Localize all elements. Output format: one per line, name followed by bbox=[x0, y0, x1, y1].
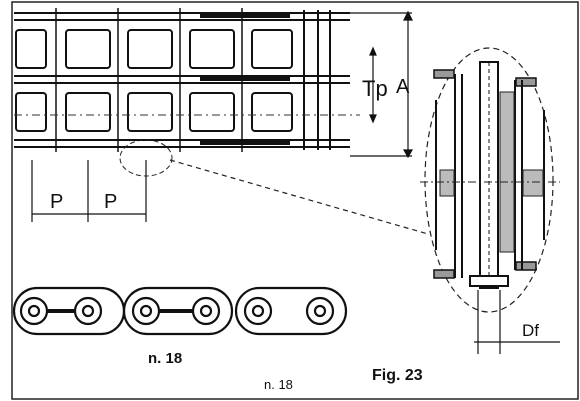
a-label: A bbox=[396, 76, 410, 98]
figure-number: Fig. 23 bbox=[372, 367, 423, 384]
bottom-caption: n. 18 bbox=[264, 377, 293, 392]
df-dimension bbox=[474, 290, 560, 354]
duplex-chain-top-view bbox=[14, 8, 350, 152]
tp-label: Tp bbox=[362, 76, 388, 101]
chain-side-view bbox=[12, 286, 348, 336]
df-label: Df bbox=[522, 321, 539, 340]
detail-leader-line bbox=[169, 159, 429, 235]
detail-circle-marker bbox=[119, 139, 173, 177]
side-view-caption: n. 18 bbox=[148, 350, 182, 367]
pin-detail-enlargement bbox=[420, 47, 560, 313]
pitch-label-right: P bbox=[104, 191, 117, 213]
pitch-dimensions bbox=[31, 160, 147, 222]
pitch-label-left: P bbox=[50, 191, 63, 213]
frame-border bbox=[11, 1, 579, 400]
dimension-lines bbox=[350, 10, 414, 159]
